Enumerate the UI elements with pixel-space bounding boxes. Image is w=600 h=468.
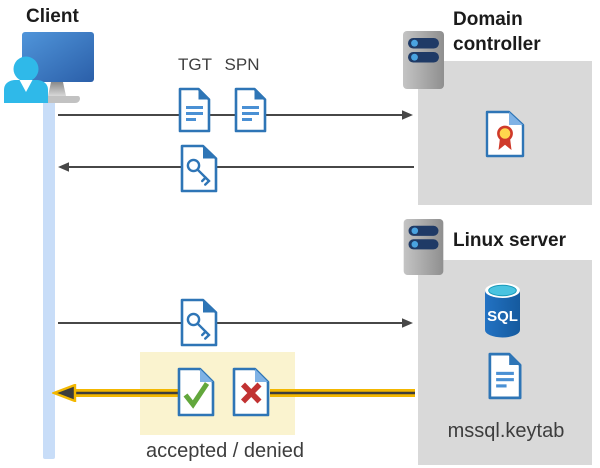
client-label: Client xyxy=(26,6,79,27)
keytab-label: mssql.keytab xyxy=(447,420,565,442)
spn-document-icon xyxy=(234,87,267,133)
tgt-document-icon xyxy=(178,87,211,133)
linux-server-icon xyxy=(403,218,444,276)
monitor-icon xyxy=(22,32,94,103)
domain-controller-label: Domain controller xyxy=(453,9,541,55)
arrow-response-dc xyxy=(58,162,414,172)
certificate-icon xyxy=(485,110,525,158)
key-document-icon-dc xyxy=(180,144,218,193)
accepted-denied-label: accepted / denied xyxy=(146,440,304,462)
tgt-label: TGT xyxy=(178,55,212,74)
client-timeline-bar xyxy=(43,95,55,459)
domain-controller-server-icon xyxy=(403,31,444,89)
arrow-request-dc xyxy=(58,110,413,120)
spn-label: SPN xyxy=(224,55,260,74)
client-icon xyxy=(4,32,94,103)
sql-database-icon: SQL xyxy=(485,283,520,338)
denied-document-icon xyxy=(232,367,270,417)
linux-server-label: Linux server xyxy=(453,230,566,251)
arrow-response-linux-head xyxy=(52,384,178,402)
key-document-icon-linux xyxy=(180,298,218,347)
arrow-request-linux xyxy=(58,318,413,328)
arrow-response-linux-tail xyxy=(270,389,415,397)
accepted-document-icon xyxy=(177,367,215,417)
person-icon xyxy=(4,56,48,103)
sql-label-text: SQL xyxy=(487,308,518,325)
keytab-document-icon xyxy=(488,352,522,400)
